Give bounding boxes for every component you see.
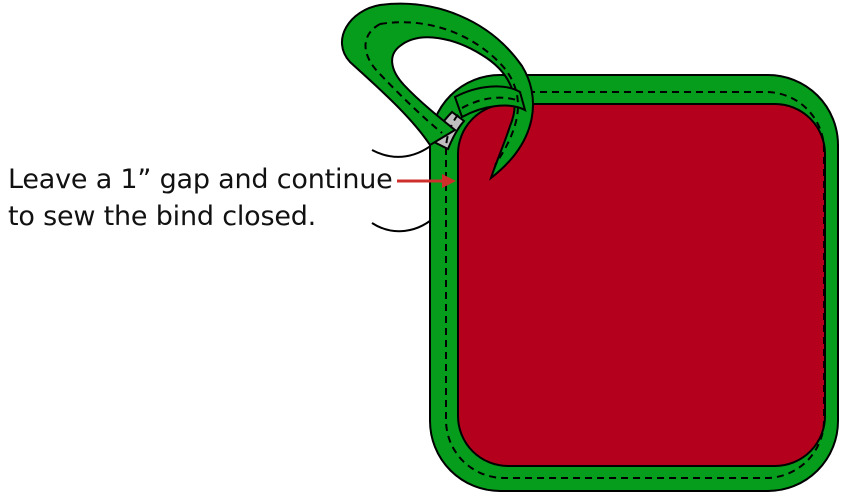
instruction-caption: Leave a 1” gap and continue to sew the b…	[8, 161, 428, 235]
stitch-line-outer	[445, 91, 825, 479]
caption-line-1: Leave a 1” gap and continue	[8, 164, 393, 195]
binding-loop	[340, 2, 534, 181]
fabric-panel	[457, 103, 826, 467]
loop-stitch-left	[364, 23, 443, 134]
flap-stitch	[461, 96, 521, 109]
binding-flap	[453, 85, 527, 119]
caption-line-2: to sew the bind closed.	[8, 201, 317, 232]
pointer-arrow-head	[442, 174, 456, 188]
loop-stitch	[379, 21, 519, 166]
